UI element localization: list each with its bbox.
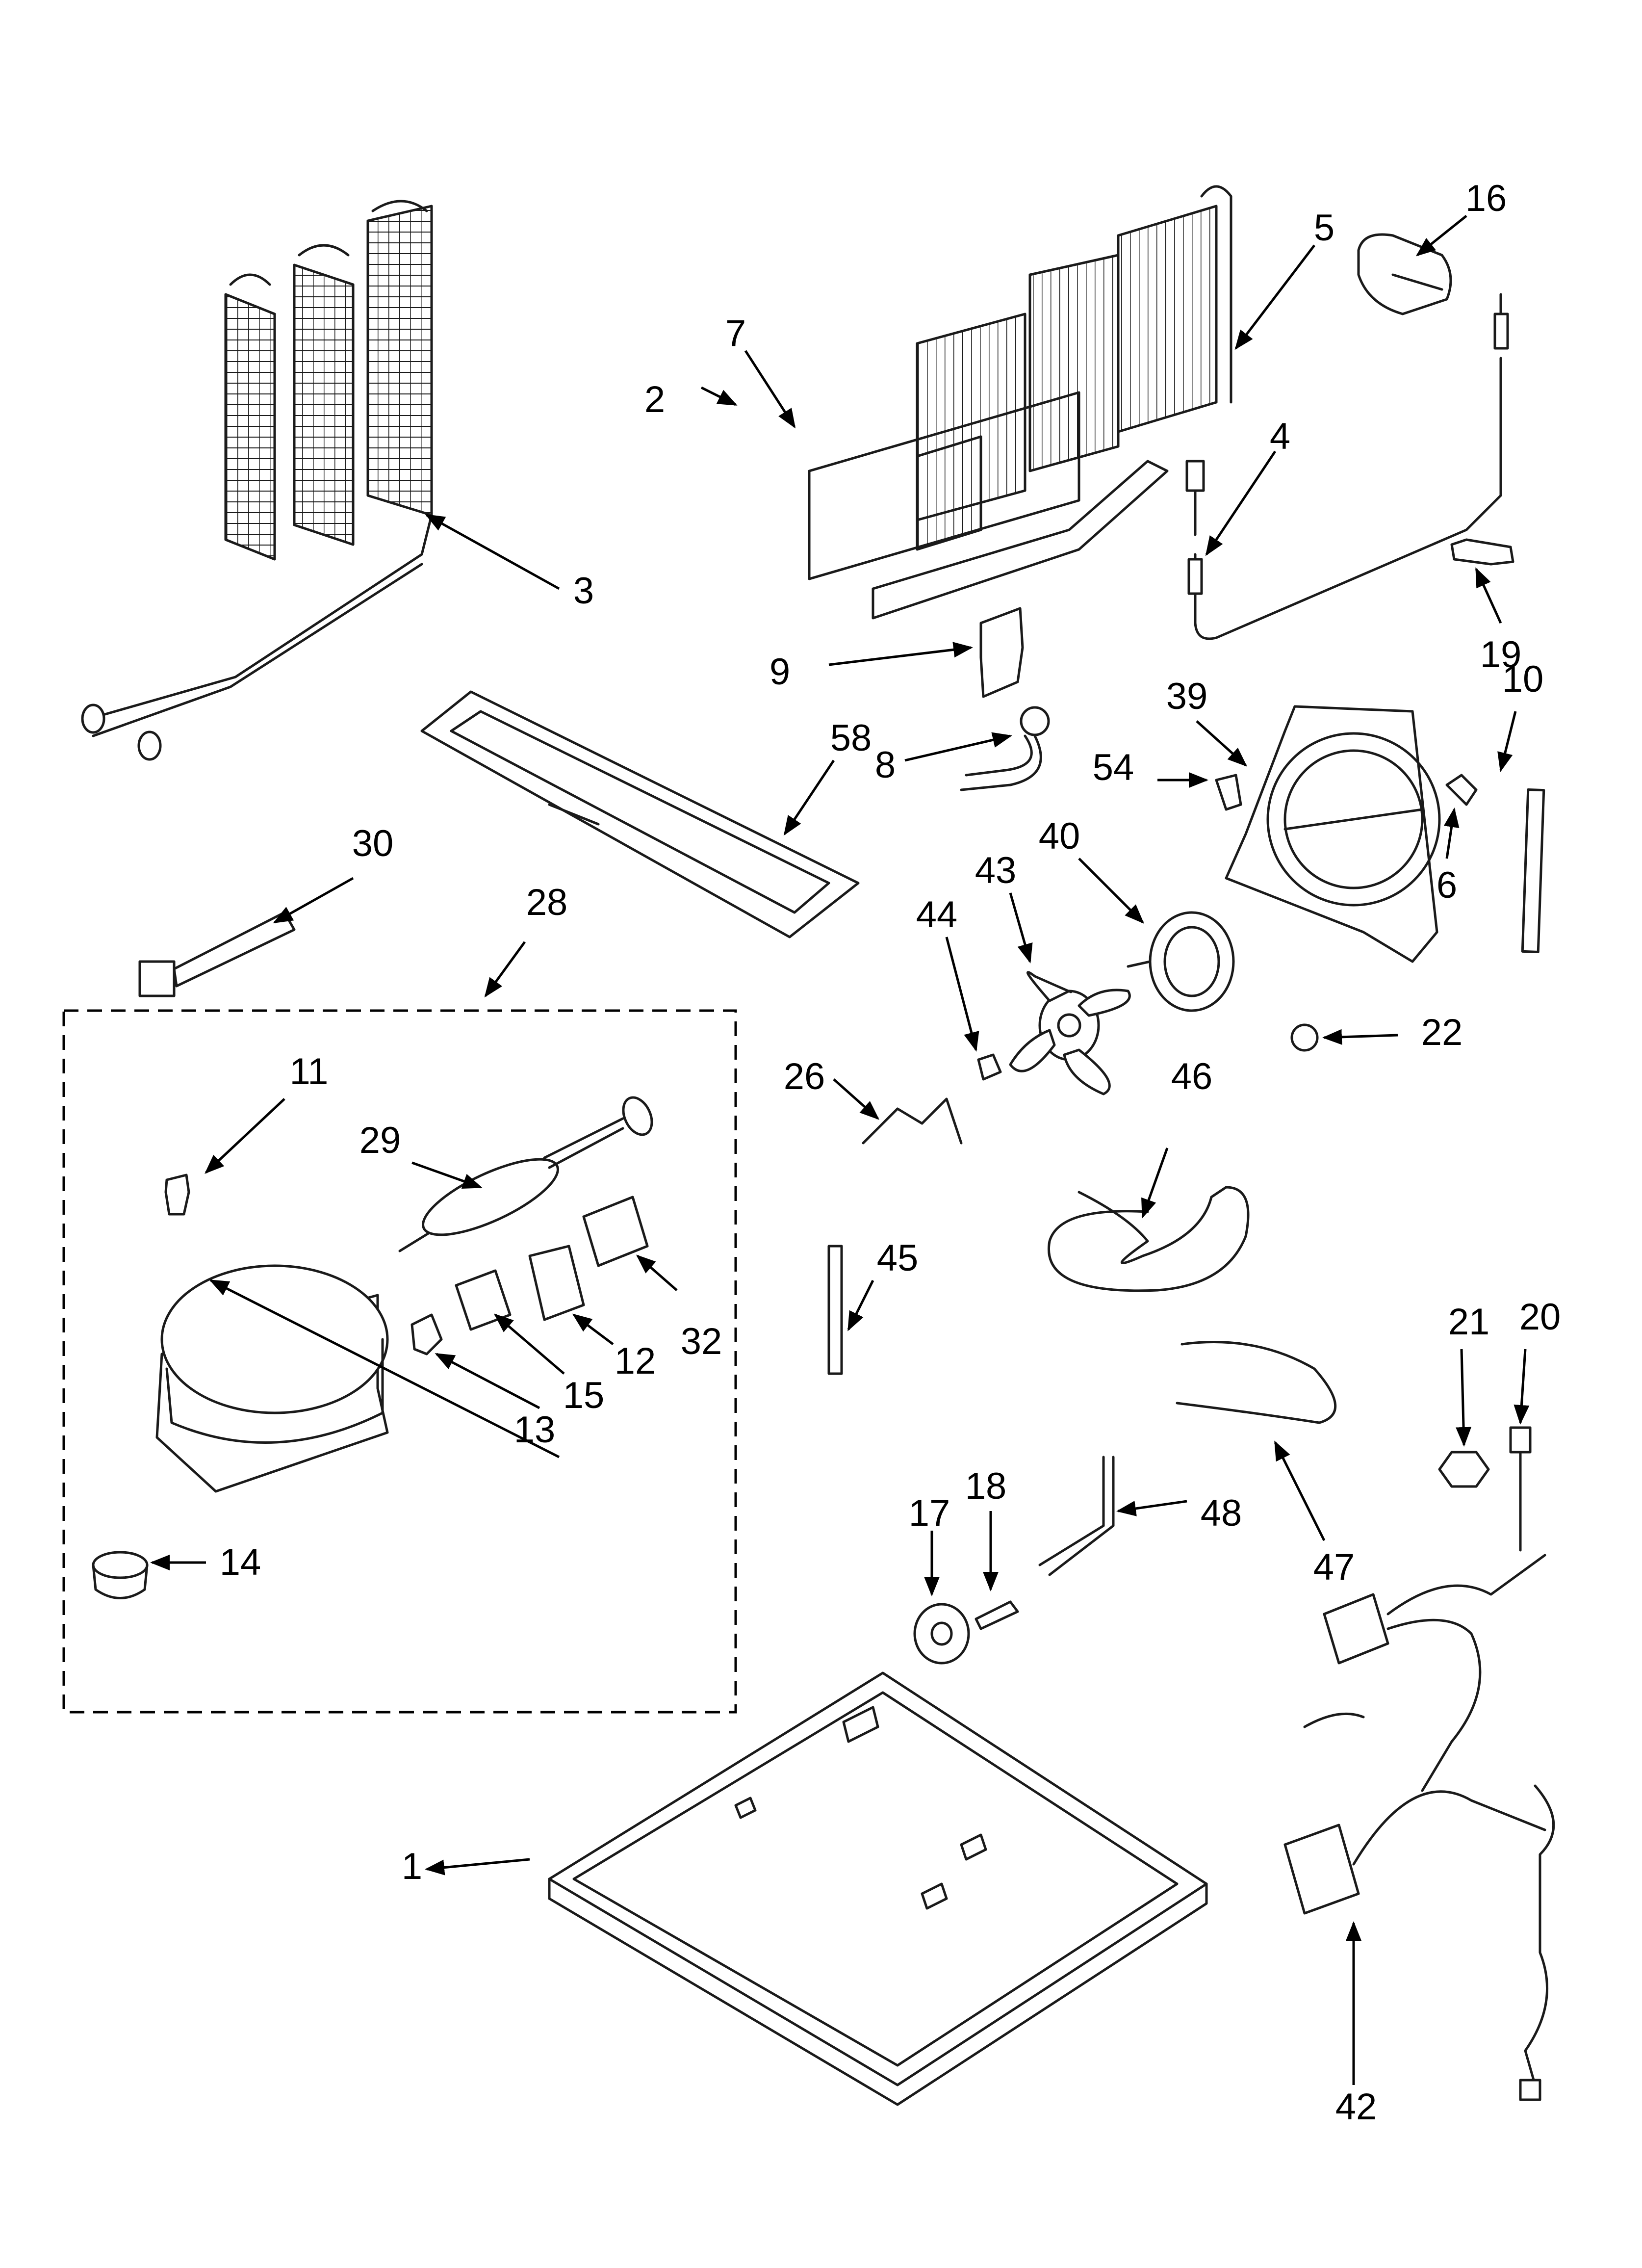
base-frame [548, 1671, 1208, 2106]
leader-lines [150, 215, 1530, 2085]
mount-grommet [92, 1551, 149, 1599]
callout-44: 44 [916, 894, 958, 936]
callout-4: 4 [1270, 416, 1290, 457]
callout-7: 7 [725, 313, 746, 354]
callout-58: 58 [830, 717, 872, 759]
wire-26 [862, 1097, 963, 1145]
callout-8: 8 [875, 744, 896, 786]
relay [528, 1245, 585, 1321]
defrost-tube [1048, 1186, 1250, 1292]
compressor [155, 1264, 389, 1493]
screw-20 [1509, 1426, 1532, 1454]
relay-cover [582, 1196, 649, 1267]
callout-30: 30 [352, 823, 394, 864]
wire-clip [1450, 538, 1514, 566]
callout-21: 21 [1448, 1301, 1490, 1343]
callout-1: 1 [402, 1846, 422, 1887]
wiring-harness [1283, 1554, 1555, 2101]
compressor-kit-boundary [62, 1009, 737, 1714]
fan-blade [1009, 971, 1131, 1095]
seal-strip [1521, 788, 1545, 953]
tube-47 [1176, 1341, 1337, 1424]
roller-17 [913, 1603, 970, 1665]
callout-17: 17 [909, 1492, 950, 1534]
callout-13: 13 [514, 1409, 556, 1451]
callout-45: 45 [877, 1237, 919, 1279]
callout-46: 46 [1171, 1056, 1213, 1097]
callout-29: 29 [359, 1120, 401, 1161]
callout-32: 32 [681, 1321, 722, 1362]
grommet-11 [164, 1173, 190, 1216]
drain-pan [420, 690, 860, 938]
screw-54 [1215, 774, 1242, 811]
clip-44 [977, 1053, 1002, 1081]
screw-6 [1445, 774, 1478, 806]
callout-26: 26 [784, 1056, 825, 1097]
callout-11: 11 [290, 1051, 329, 1093]
callout-20: 20 [1519, 1296, 1561, 1338]
tube-48 [1038, 1456, 1115, 1576]
callout-43: 43 [975, 850, 1017, 891]
callout-19: 19 [1480, 634, 1522, 676]
bracket [979, 607, 1024, 698]
callout-39: 39 [1166, 676, 1208, 717]
callout-14: 14 [220, 1541, 261, 1583]
callout-48: 48 [1201, 1492, 1242, 1534]
cover-cap [1357, 233, 1452, 315]
callout-3: 3 [573, 570, 594, 612]
fan-motor [1127, 911, 1235, 1012]
callout-12: 12 [615, 1340, 656, 1382]
pin-45 [827, 1245, 843, 1375]
callout-47: 47 [1313, 1546, 1355, 1588]
callout-54: 54 [1093, 747, 1134, 788]
callout-labels: 1 2 3 4 5 6 7 8 9 10 11 12 13 14 15 16 1… [220, 178, 1561, 2128]
thermistor-wire [1185, 293, 1509, 640]
evaporator [808, 185, 1232, 620]
callout-28: 28 [526, 882, 568, 923]
callout-15: 15 [563, 1375, 605, 1416]
callout-5: 5 [1314, 207, 1334, 249]
callout-42: 42 [1335, 2086, 1377, 2128]
callout-18: 18 [965, 1465, 1007, 1507]
condenser-coil [81, 200, 433, 761]
clip-22 [1290, 1023, 1319, 1052]
callout-2: 2 [644, 379, 665, 420]
nut-21 [1438, 1451, 1490, 1488]
roller-axle-18 [975, 1600, 1019, 1630]
callout-16: 16 [1465, 178, 1507, 219]
cable-tie [138, 911, 296, 997]
drain-heater [960, 706, 1050, 791]
fan-shroud [1225, 705, 1441, 963]
callout-9: 9 [770, 651, 790, 693]
callout-10: 10 [1502, 658, 1544, 700]
callout-40: 40 [1039, 815, 1080, 857]
callout-22: 22 [1421, 1012, 1463, 1053]
callout-6: 6 [1437, 864, 1457, 906]
relay-clip [410, 1313, 443, 1356]
